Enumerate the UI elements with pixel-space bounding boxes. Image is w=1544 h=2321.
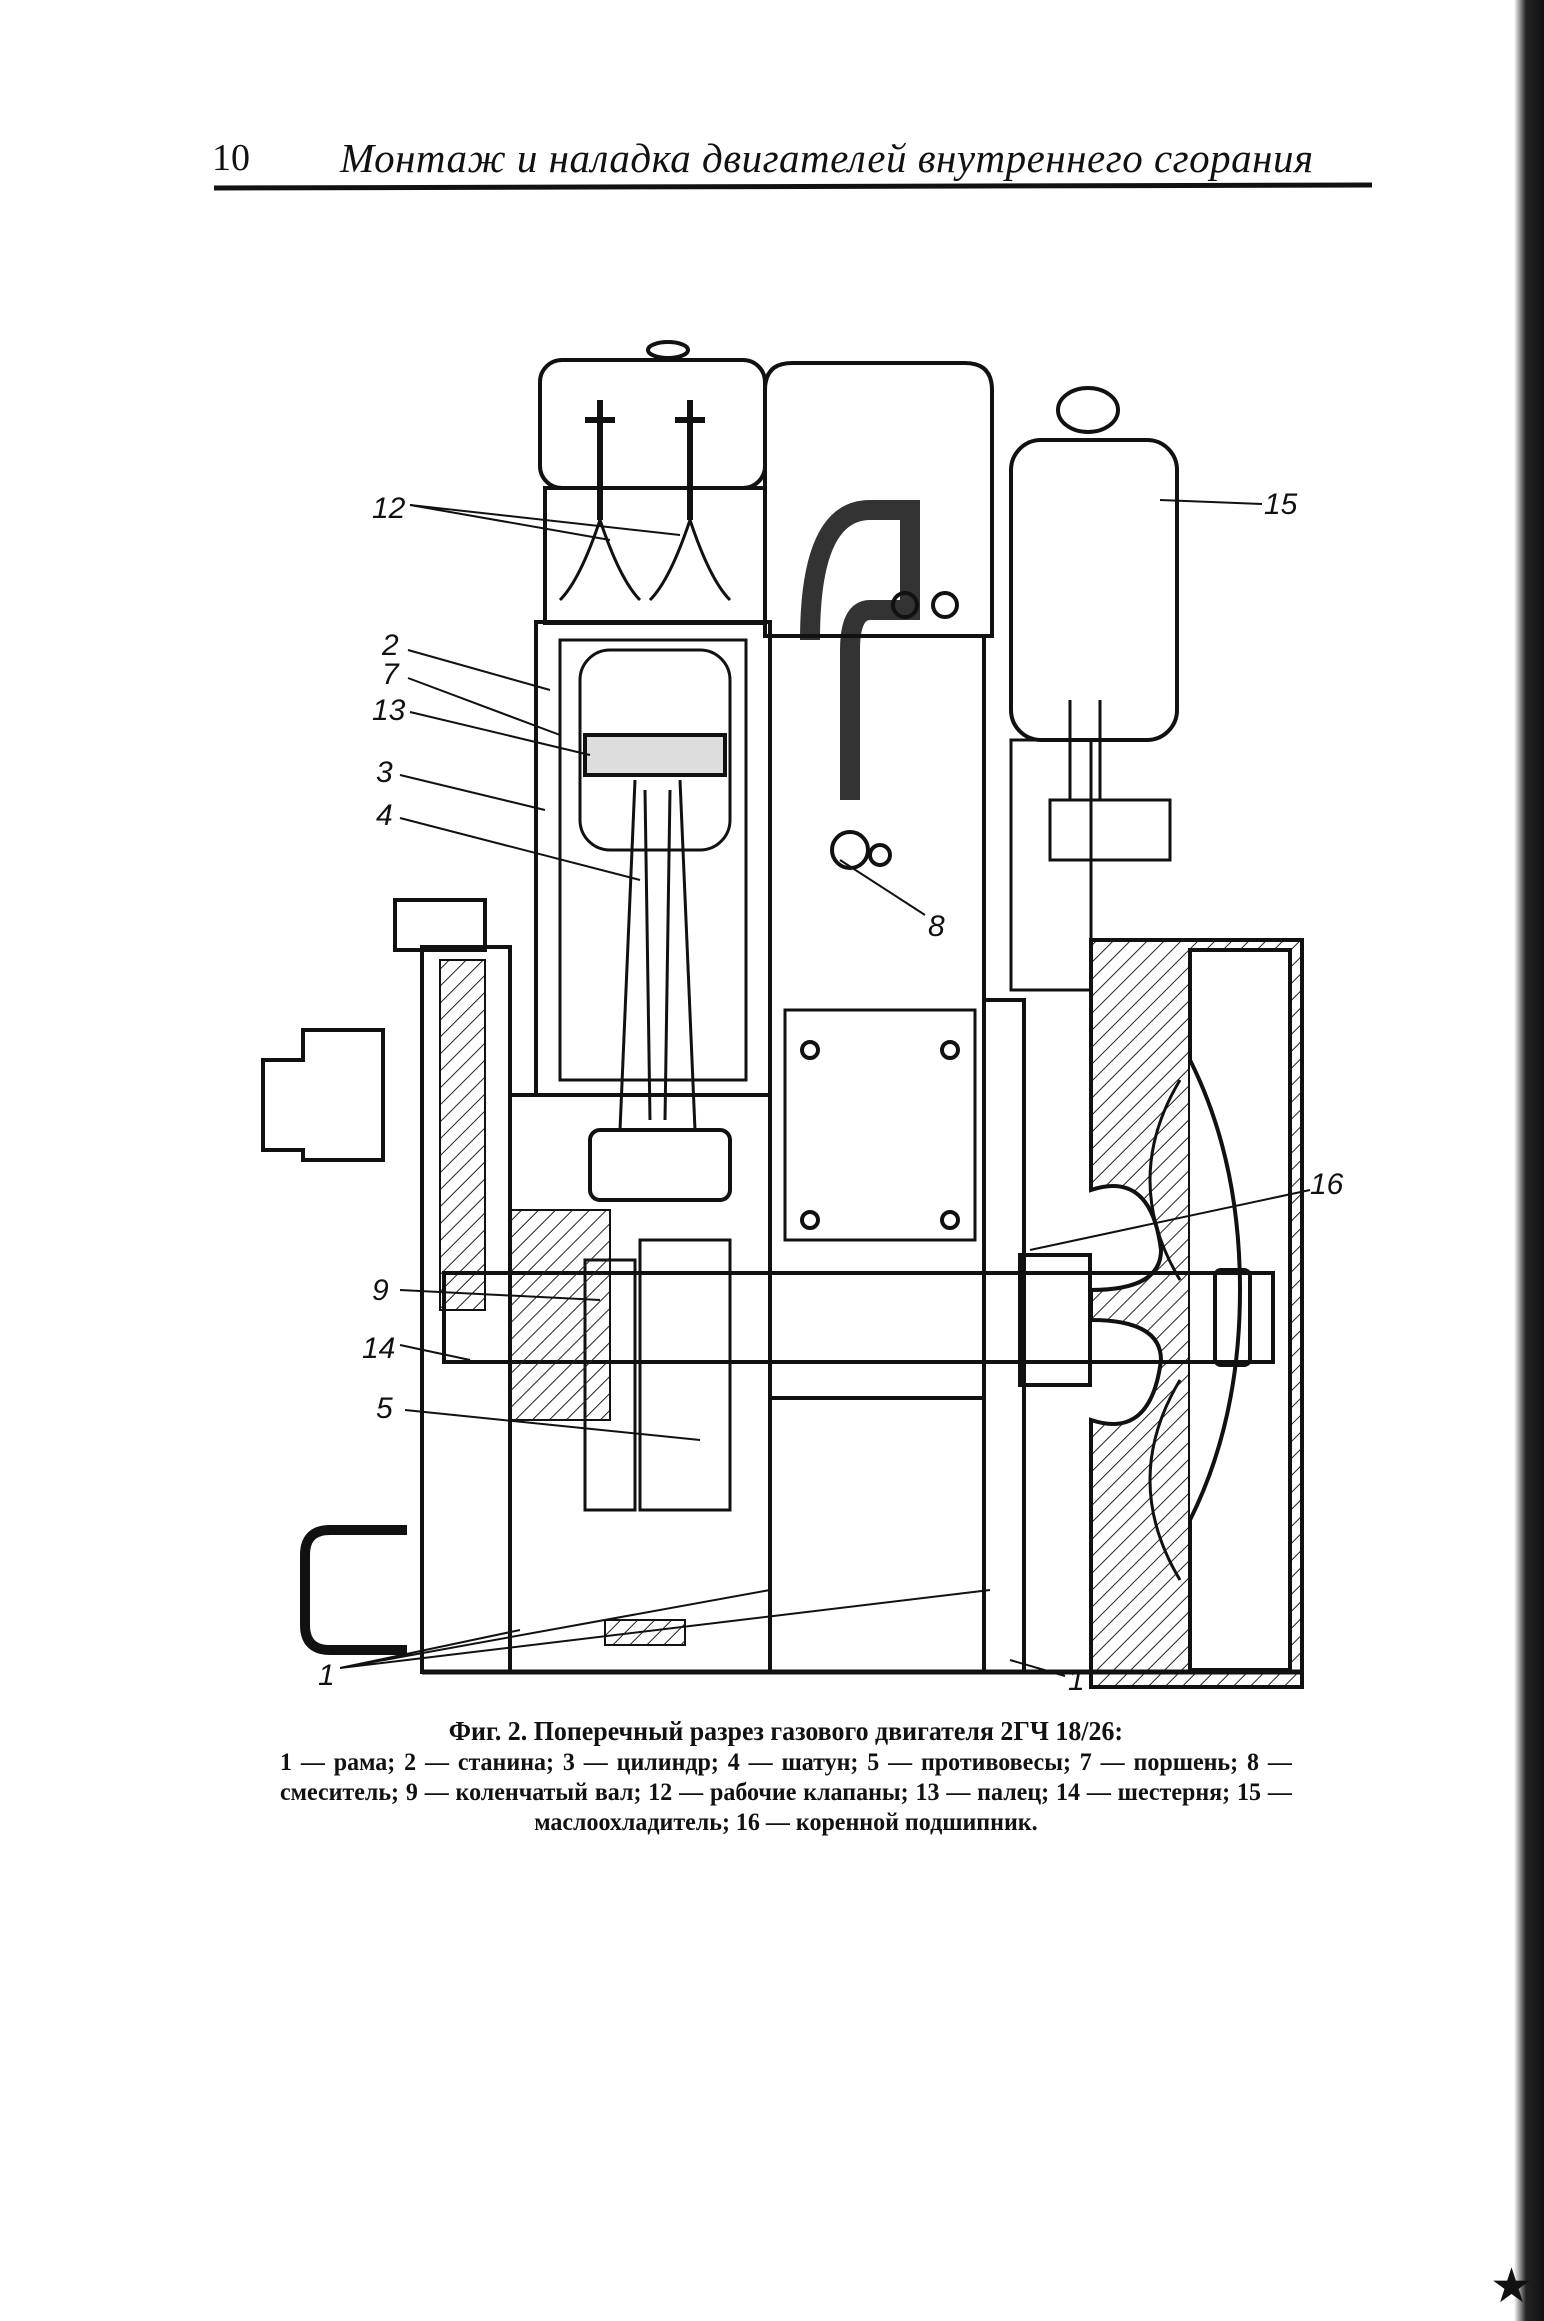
star-icon: ★ xyxy=(1490,2258,1534,2314)
valve-cover xyxy=(538,358,767,490)
label-15: 15 xyxy=(1264,488,1298,521)
mixer-housing xyxy=(763,361,994,638)
figure-caption: Фиг. 2. Поперечный разрез газового двига… xyxy=(280,1716,1292,1838)
middle-block xyxy=(768,634,986,1400)
scan-edge-shadow xyxy=(1514,0,1544,2321)
label-9: 9 xyxy=(372,1274,389,1307)
label-1-right: 1 xyxy=(1068,1664,1085,1697)
label-16: 16 xyxy=(1310,1168,1344,1201)
connecting-rod xyxy=(618,779,697,1131)
page-number: 10 xyxy=(212,137,250,179)
oil-cooler xyxy=(1009,438,1179,742)
label-13: 13 xyxy=(372,694,406,727)
caption-title: Фиг. 2. Поперечный разрез газового двига… xyxy=(448,1716,1124,1746)
label-5: 5 xyxy=(376,1392,393,1425)
oil-cooler-cap xyxy=(1056,386,1120,434)
piston xyxy=(578,648,732,852)
label-3: 3 xyxy=(376,756,393,789)
crankshaft xyxy=(442,1271,1275,1364)
label-7: 7 xyxy=(382,658,400,691)
label-12: 12 xyxy=(372,492,406,525)
label-1-left: 1 xyxy=(318,1659,335,1692)
cylinder xyxy=(534,620,772,1097)
caption-legend: 1 — рама; 2 — станина; 3 — цилиндр; 4 — … xyxy=(280,1749,1292,1836)
running-header: 10 Монтаж и наладка двигателей внутренне… xyxy=(212,128,1372,188)
cylinder-head xyxy=(543,486,767,625)
label-8: 8 xyxy=(928,910,945,943)
label-2: 2 xyxy=(381,629,399,662)
label-4: 4 xyxy=(376,799,393,832)
label-14: 14 xyxy=(362,1332,395,1365)
oil-pipe xyxy=(300,1525,407,1655)
running-title: Монтаж и наладка двигателей внутреннего … xyxy=(340,135,1314,181)
gear-housing xyxy=(261,1028,385,1162)
